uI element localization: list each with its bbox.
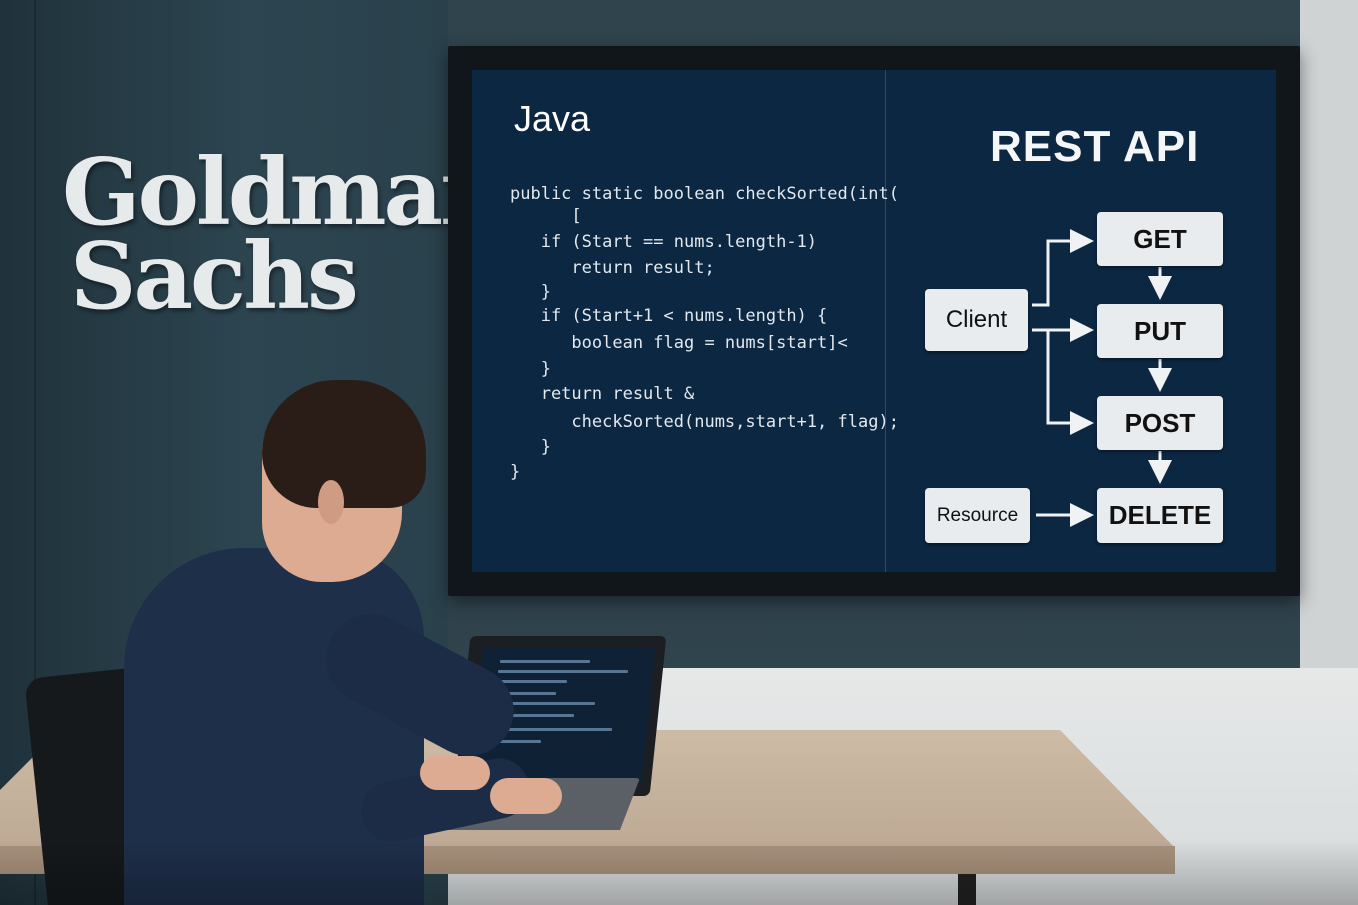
java-title: Java [514, 98, 591, 139]
goldman-sachs-logo: Goldman Sachs [62, 146, 507, 330]
get-box: GET [1097, 212, 1223, 266]
person-hair [262, 380, 426, 508]
wall-seam [34, 0, 36, 905]
logo-line-1: Goldman [62, 138, 507, 246]
resource-box: Resource [925, 488, 1030, 543]
client-box: Client [925, 289, 1028, 351]
desk-leg [958, 874, 976, 905]
person-ear [318, 480, 344, 524]
code-line: } [510, 462, 521, 482]
put-box: PUT [1097, 304, 1223, 358]
code-line: if (Start == nums.length-1) [510, 232, 818, 252]
code-line: boolean flag = nums[start]< [510, 333, 848, 353]
person-left-hand [420, 756, 490, 790]
laptop-code-line [498, 670, 628, 673]
code-line: return result & [510, 384, 695, 404]
laptop-code-line [495, 702, 595, 705]
laptop-code-line [497, 680, 567, 683]
logo-line-2: Sachs [70, 222, 359, 330]
code-line: } [510, 359, 551, 379]
code-line: checkSorted(nums,start+1, flag); [510, 412, 899, 432]
code-line: return result; [510, 258, 715, 278]
laptop-code-line [492, 728, 612, 731]
code-line: } [510, 282, 551, 302]
code-line: } [510, 437, 551, 457]
code-line: [ [510, 206, 582, 226]
rest-api-title: REST API [990, 122, 1200, 171]
laptop-code-line [494, 714, 574, 717]
delete-box: DELETE [1097, 488, 1223, 543]
code-line: public static boolean checkSorted(int( [510, 184, 899, 204]
laptop-code-line [496, 692, 556, 695]
post-box: POST [1097, 396, 1223, 450]
floor-shadow [0, 840, 1358, 905]
display-divider [885, 70, 886, 572]
laptop-code-line [491, 740, 541, 743]
person-torso [124, 548, 424, 905]
person-right-hand [490, 778, 562, 814]
code-line: if (Start+1 < nums.length) { [510, 306, 828, 326]
laptop-code-line [500, 660, 590, 663]
